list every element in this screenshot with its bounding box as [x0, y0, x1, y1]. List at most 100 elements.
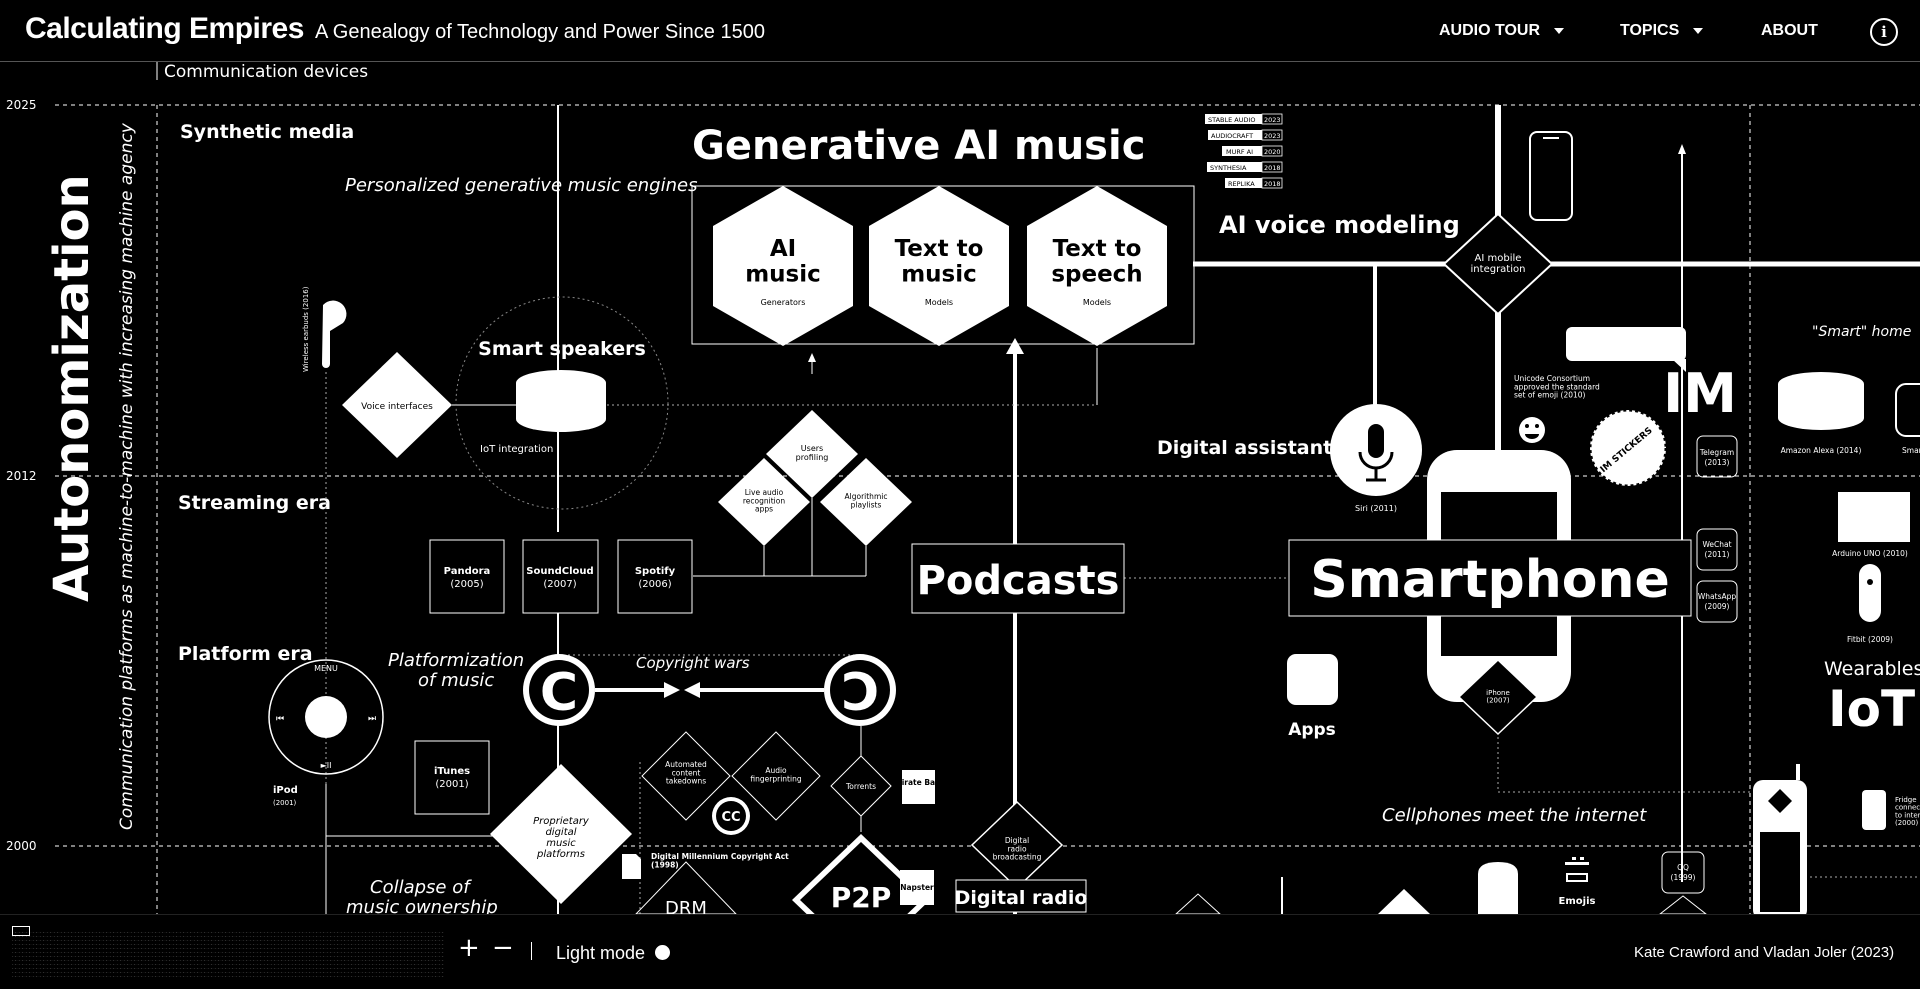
service-pandora[interactable]: [429, 539, 505, 614]
fridge-label: Fridgeconnectedto internet(2000): [1895, 796, 1920, 827]
svg-text:(2013): (2013): [1705, 458, 1730, 467]
itunes-year: (2001): [435, 779, 468, 790]
site-title[interactable]: Calculating Empires: [25, 12, 304, 45]
arrow-up-icon: [1678, 144, 1686, 154]
hex-ai-music[interactable]: [713, 186, 853, 346]
service-spotify[interactable]: [617, 539, 693, 614]
ipod-year: (2001): [273, 799, 297, 807]
svg-text:2018: 2018: [1264, 164, 1281, 172]
pirate-bay-label: Pirate Bay: [896, 778, 940, 787]
streaming-services: Pandora (2005) SoundCloud (2007) Spotify…: [429, 539, 693, 614]
smartphone-node[interactable]: [1288, 539, 1692, 617]
emojis-label: Emojis: [1559, 896, 1596, 907]
chat-bubble-icon: [1566, 327, 1686, 361]
chevron-down-icon: [1693, 27, 1704, 34]
copyright-symbol: C: [540, 663, 578, 723]
caption-smart-home: "Smart" home: [1812, 324, 1911, 340]
itunes-node[interactable]: [414, 740, 490, 815]
svg-text:2023: 2023: [1264, 116, 1281, 124]
napster-node[interactable]: [900, 870, 934, 905]
app-icon: [1287, 654, 1338, 705]
zoom-out-button[interactable]: −: [492, 933, 514, 963]
fridge-icon: [1862, 790, 1886, 830]
algorithmic-playlists-node[interactable]: [820, 458, 912, 546]
nav-topics[interactable]: TOPICS: [1620, 22, 1704, 40]
gen-ai-title: Generative AI music: [692, 123, 1145, 169]
voice-interfaces-node[interactable]: [342, 352, 452, 458]
ipod-play-icon: ►II: [321, 761, 332, 770]
minimap[interactable]: [12, 929, 444, 977]
live-audio-node[interactable]: [718, 458, 810, 546]
svg-text:2023: 2023: [1264, 132, 1281, 140]
zoom-in-button[interactable]: +: [458, 933, 480, 963]
svg-text:Telegram: Telegram: [1699, 448, 1734, 457]
divider: [531, 942, 532, 960]
year-2025: 2025: [6, 98, 37, 112]
genealogy-map[interactable]: .t { fill:#fff; font-family:"DejaVu Sans…: [0, 62, 1920, 914]
im-label: IM: [1663, 362, 1737, 425]
car-icon: [1478, 862, 1518, 914]
fitbit-label: Fitbit (2009): [1847, 635, 1893, 644]
svg-text:Pandora: Pandora: [444, 566, 491, 577]
emoji-face-icon: [1565, 857, 1589, 882]
svg-text:2020: 2020: [1264, 148, 1281, 156]
svg-text:(1999): (1999): [1671, 873, 1696, 882]
caption-copyright-wars: Copyright wars: [636, 654, 750, 672]
smart-partial-label: Smar: [1902, 446, 1920, 455]
messenger-wechat[interactable]: [1696, 528, 1738, 571]
smart-speakers-circle: [455, 296, 669, 510]
hex-text-to-speech[interactable]: [1027, 186, 1167, 346]
messenger-telegram[interactable]: [1696, 435, 1738, 478]
messenger-qq[interactable]: [1661, 851, 1705, 894]
proprietary-node[interactable]: [490, 764, 632, 904]
digital-radio-node[interactable]: [955, 879, 1087, 913]
gen-ai-frame: [691, 185, 1195, 345]
pirate-bay-node[interactable]: [902, 770, 935, 804]
nav-topics-label: TOPICS: [1620, 22, 1680, 39]
nav-audio-tour[interactable]: AUDIO TOUR: [1439, 22, 1565, 40]
audio-fingerprinting-node[interactable]: [731, 731, 821, 821]
copyleft-symbol: C: [841, 663, 879, 723]
hex-text-to-music[interactable]: [869, 186, 1009, 346]
map-canvas[interactable]: .t { fill:#fff; font-family:"DejaVu Sans…: [0, 62, 1920, 914]
drm-label: DRM: [665, 898, 707, 914]
minimap-viewport-frame[interactable]: [12, 926, 30, 936]
svg-text:(2009): (2009): [1705, 602, 1730, 611]
messengers: Telegram (2013) WeChat (2011) WhatsApp (…: [1661, 435, 1738, 894]
torrents-label: Torrents: [845, 782, 876, 791]
nav-audio-tour-label: AUDIO TOUR: [1439, 22, 1541, 39]
bottom-bar: + − Light mode Kate Crawford and Vladan …: [0, 914, 1920, 989]
ai-mobile-integration-node[interactable]: [1442, 212, 1554, 316]
era-streaming: Streaming era: [178, 492, 331, 514]
podcasts-node[interactable]: [911, 543, 1125, 614]
credits: Kate Crawford and Vladan Joler (2023): [1634, 944, 1895, 961]
nav-about[interactable]: ABOUT: [1761, 22, 1818, 39]
napster-label: Napster: [900, 883, 934, 892]
users-profiling-node[interactable]: [766, 410, 858, 498]
info-icon[interactable]: i: [1870, 18, 1898, 46]
side-title: Autonomization: [44, 174, 100, 602]
iot-label: IoT: [1828, 680, 1915, 738]
arrow-right-icon: [664, 682, 680, 698]
ipod-icon: [268, 659, 384, 775]
drm-node[interactable]: [635, 861, 737, 914]
light-mode-toggle[interactable]: [655, 945, 670, 960]
light-mode-label[interactable]: Light mode: [556, 943, 646, 963]
hex-ai-music-sub: Generators: [761, 298, 806, 307]
svg-text:WhatsApp: WhatsApp: [1698, 592, 1737, 601]
messenger-whatsapp[interactable]: [1696, 580, 1738, 623]
caption-cellphones: Cellphones meet the internet: [1382, 805, 1647, 826]
automated-takedowns-node[interactable]: [641, 731, 731, 821]
iphone-node[interactable]: [1457, 658, 1539, 736]
smart-speaker-icon: [516, 370, 606, 432]
service-soundcloud[interactable]: [522, 539, 599, 614]
ipod-prev-icon: ⏮: [276, 714, 284, 724]
svg-text:MURF AI: MURF AI: [1226, 148, 1253, 156]
